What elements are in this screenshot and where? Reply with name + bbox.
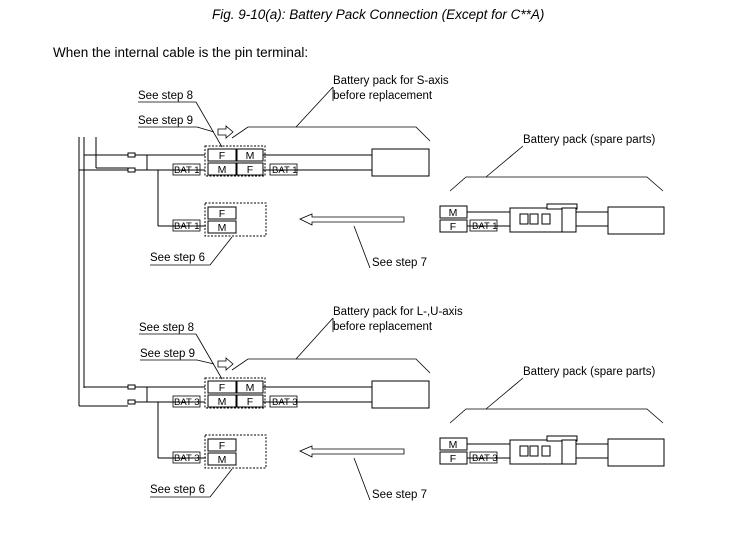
spare-pack-bracket	[449, 176, 664, 192]
connector-housing	[204, 434, 267, 469]
step-6-label: See step 6	[150, 252, 205, 264]
bat-tag: BAT 3	[174, 397, 200, 408]
spare-pack-label: Battery pack (spare parts)	[523, 134, 655, 146]
svg-text:M: M	[246, 150, 255, 162]
connector-m	[207, 162, 237, 176]
svg-text:M: M	[218, 222, 227, 234]
connector-f	[207, 206, 237, 220]
big-hollow-arrow-icon	[299, 445, 405, 458]
bat-tag-box	[172, 395, 201, 408]
svg-text:M: M	[218, 454, 227, 466]
spare-battery-pack	[607, 206, 665, 235]
pin-terminal	[127, 152, 136, 158]
leader-line	[295, 86, 334, 128]
leader-line	[353, 457, 371, 501]
leader-line	[196, 126, 215, 133]
bat-tag-box	[172, 451, 201, 464]
svg-text:F: F	[450, 221, 456, 233]
section-lu-axis: BAT 3 BAT 3 F M M F BAT 3 F M See step 8…	[79, 306, 665, 501]
connector-f	[236, 162, 264, 176]
bat-tag-box	[172, 219, 201, 232]
bat-tag: BAT 1	[272, 165, 298, 176]
leader-line	[195, 101, 223, 148]
pack-label: Battery pack for L-,U-axis	[333, 306, 463, 318]
step-6-label: See step 6	[150, 484, 205, 496]
svg-text:F: F	[219, 208, 225, 220]
pin-terminal	[127, 384, 136, 390]
connector-m	[207, 394, 237, 408]
leader-line	[353, 225, 371, 269]
pin-terminal	[127, 167, 136, 173]
bat-tag-box	[269, 395, 298, 408]
pack-label-sub: before replacement	[333, 90, 433, 102]
step-7-label: See step 7	[372, 257, 427, 269]
leader-line	[209, 468, 233, 498]
leader-line	[209, 236, 233, 266]
svg-text:F: F	[219, 440, 225, 452]
step-8-label: See step 8	[138, 90, 193, 102]
pin-terminal	[127, 399, 136, 405]
svg-text:F: F	[450, 453, 456, 465]
spare-pack-bracket	[449, 408, 664, 424]
pack-label-sub: before replacement	[333, 321, 433, 333]
bat-tag-box	[172, 163, 201, 176]
bat-tag: BAT 3	[174, 453, 200, 464]
step-9-label: See step 9	[140, 348, 195, 360]
step-8-label: See step 8	[139, 322, 194, 334]
bat-tag: BAT 3	[272, 397, 298, 408]
connector-housing	[204, 202, 267, 237]
old-battery-pack	[371, 380, 430, 409]
section-s-axis: BAT 1 BAT 1 F M M F BAT 1 F M Se	[79, 75, 665, 269]
leader-line	[485, 145, 524, 178]
bat-tag-box	[469, 219, 498, 232]
connector-m	[207, 220, 237, 234]
pack-label: Battery pack for S-axis	[333, 75, 449, 87]
figure-subtitle: When the internal cable is the pin termi…	[53, 45, 308, 60]
spare-pack-label: Battery pack (spare parts)	[523, 366, 655, 378]
svg-text:M: M	[449, 207, 458, 219]
big-hollow-arrow-icon	[299, 213, 405, 226]
connector-f	[207, 148, 237, 162]
spare-battery-pack	[607, 438, 665, 467]
connector-housing	[204, 145, 266, 177]
hollow-arrow-icon	[217, 357, 234, 371]
svg-text:F: F	[247, 396, 253, 408]
leader-line	[196, 359, 215, 365]
old-battery-pack	[371, 148, 430, 177]
pack-bracket	[231, 358, 431, 374]
figure-title: Fig. 9-10(a): Battery Pack Connection (E…	[212, 7, 544, 22]
bat-tag: BAT 1	[472, 221, 498, 232]
connector-housing	[204, 377, 266, 409]
bat-tag-box	[469, 451, 498, 464]
connector-f	[207, 380, 237, 394]
leader-line	[295, 317, 334, 360]
hollow-arrow-icon	[217, 125, 234, 139]
leader-line	[195, 333, 223, 380]
step-9-label: See step 9	[138, 115, 193, 127]
svg-text:M: M	[449, 439, 458, 451]
svg-text:M: M	[246, 382, 255, 394]
svg-text:M: M	[218, 164, 227, 176]
bat-tag: BAT 1	[174, 165, 200, 176]
connector-m	[207, 452, 237, 466]
connector-f	[207, 438, 237, 452]
step-7-label: See step 7	[372, 489, 427, 501]
svg-text:F: F	[219, 382, 225, 394]
bat-tag-box	[269, 163, 298, 176]
connector-f	[236, 394, 264, 408]
leader-line	[485, 377, 524, 410]
bat-tag: BAT 3	[472, 453, 498, 464]
svg-text:M: M	[218, 396, 227, 408]
pack-bracket	[231, 126, 431, 142]
svg-text:F: F	[247, 164, 253, 176]
svg-text:F: F	[219, 150, 225, 162]
bat-tag: BAT 1	[174, 221, 200, 232]
